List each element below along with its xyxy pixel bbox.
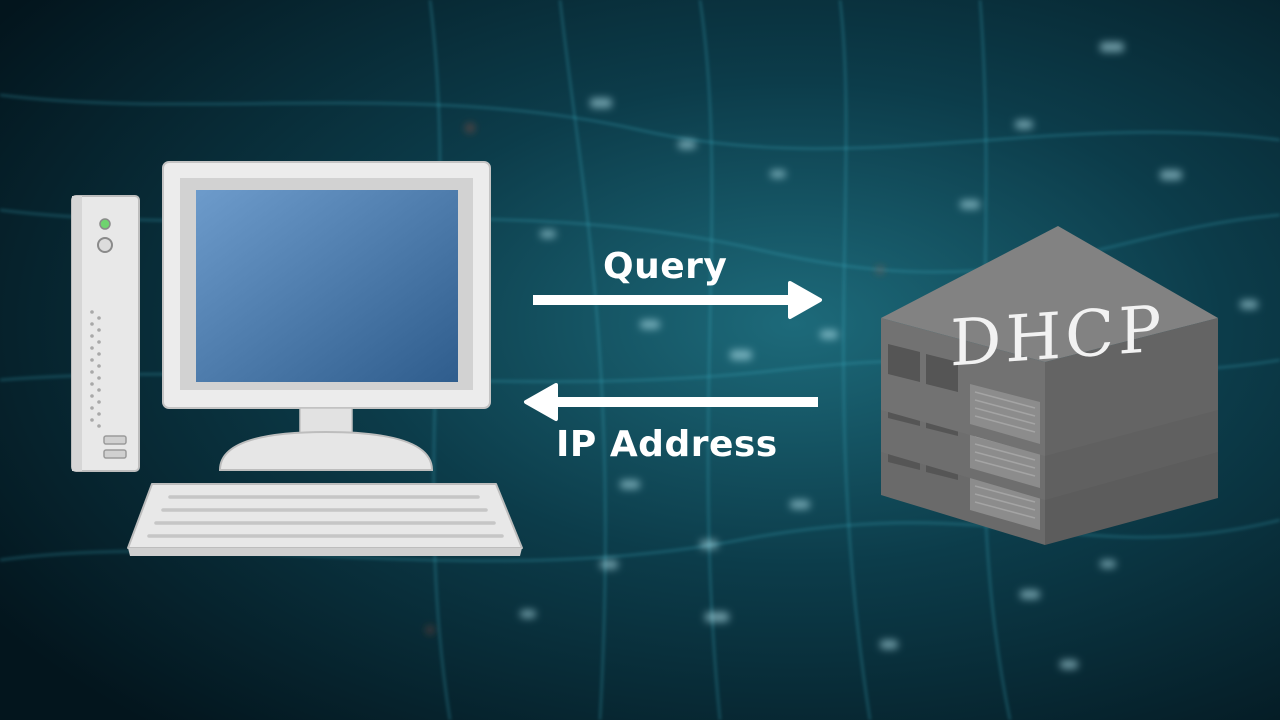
computer-tower: [71, 195, 140, 472]
query-label: Query: [603, 246, 728, 287]
monitor-screen: [196, 190, 458, 382]
ip-address-label: IP Address: [556, 424, 778, 465]
computer-keyboard: [127, 483, 523, 556]
server-unit-top: [881, 226, 1218, 456]
desktop-computer-icon: [71, 161, 523, 556]
computer-monitor: [162, 161, 491, 471]
dhcp-server-label: DHCP: [950, 292, 1166, 382]
ip-address-arrow: [524, 383, 818, 421]
network-dots: [520, 42, 1258, 669]
query-arrow: [533, 281, 822, 319]
server-rack-icon: [881, 226, 1218, 545]
